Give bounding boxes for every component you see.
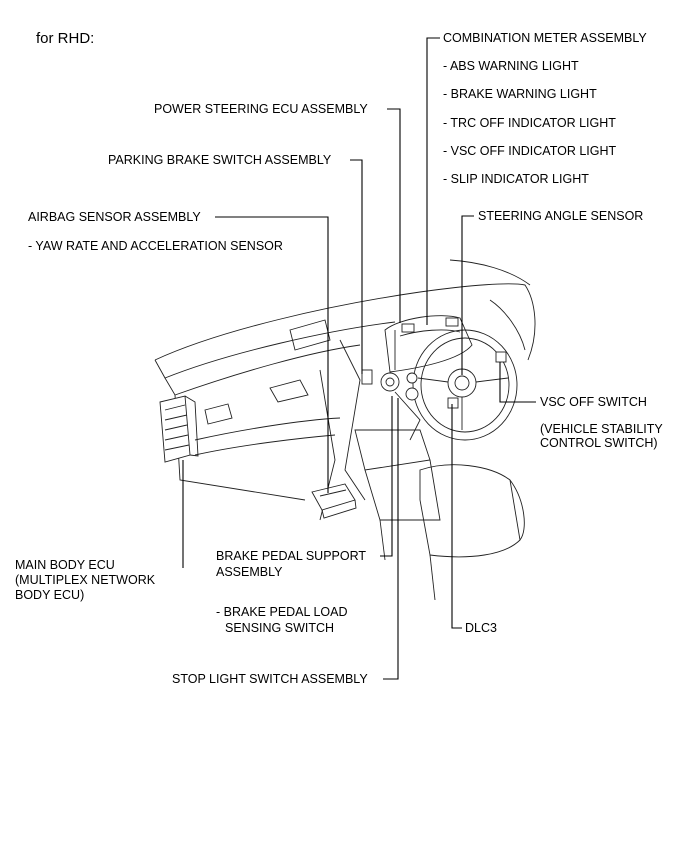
leader-lines: [182, 37, 536, 680]
label-steering-angle-sensor: STEERING ANGLE SENSOR: [478, 209, 644, 223]
label-vsc-off-switch-sub2: CONTROL SWITCH): [540, 436, 658, 450]
label-stop-light-switch: STOP LIGHT SWITCH ASSEMBLY: [172, 672, 368, 686]
page-title: for RHD:: [36, 30, 95, 47]
label-power-steering-ecu: POWER STEERING ECU ASSEMBLY: [154, 102, 368, 116]
label-slip-indicator: - SLIP INDICATOR LIGHT: [443, 172, 589, 186]
airbag-sensor-shape: [311, 483, 357, 519]
label-vsc-off-switch: VSC OFF SWITCH: [540, 395, 647, 409]
label-vsc-off-indicator: - VSC OFF INDICATOR LIGHT: [443, 144, 617, 158]
label-parking-brake-switch: PARKING BRAKE SWITCH ASSEMBLY: [108, 153, 332, 167]
label-brake-pedal-support-1: BRAKE PEDAL SUPPORT: [216, 549, 367, 563]
label-brake-pedal-load-1: - BRAKE PEDAL LOAD: [216, 605, 348, 619]
combination-meter-shape: [384, 315, 473, 373]
main-body-ecu-shape: [159, 395, 199, 463]
label-main-body-ecu-3: BODY ECU): [15, 588, 85, 602]
label-main-body-ecu-2: (MULTIPLEX NETWORK: [15, 573, 156, 587]
label-abs-warning: - ABS WARNING LIGHT: [443, 59, 579, 73]
label-trc-off: - TRC OFF INDICATOR LIGHT: [443, 116, 616, 130]
label-combination-meter: COMBINATION METER ASSEMBLY: [443, 31, 647, 45]
label-airbag-sensor: AIRBAG SENSOR ASSEMBLY: [28, 210, 201, 224]
label-brake-pedal-support-2: ASSEMBLY: [216, 565, 283, 579]
steering-column-parts: [361, 369, 459, 441]
label-vsc-off-switch-sub1: (VEHICLE STABILITY: [540, 422, 663, 436]
label-brake-warning: - BRAKE WARNING LIGHT: [443, 87, 597, 101]
label-main-body-ecu-1: MAIN BODY ECU: [15, 558, 115, 572]
label-dlc3: DLC3: [465, 621, 497, 635]
steering-wheel-shape: [412, 329, 518, 441]
label-yaw-rate-sensor: - YAW RATE AND ACCELERATION SENSOR: [28, 239, 283, 253]
label-brake-pedal-load-2: SENSING SWITCH: [225, 621, 335, 635]
